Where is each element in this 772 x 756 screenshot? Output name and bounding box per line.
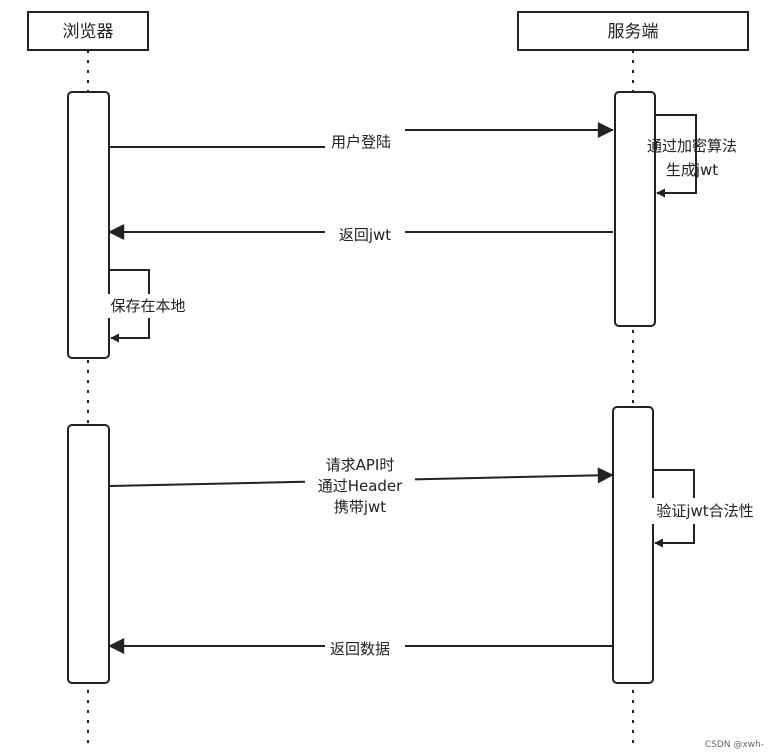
self-generate-jwt-line2: 生成jwt — [666, 161, 718, 179]
browser-activation-2 — [67, 424, 110, 684]
self-save-local: 保存在本地 — [102, 269, 194, 343]
message-return-data: 返回数据 — [108, 638, 613, 658]
self-save-local-label: 保存在本地 — [110, 297, 185, 315]
self-verify-jwt-label: 验证jwt合法性 — [656, 502, 753, 520]
self-generate-jwt: 通过加密算法 生成jwt — [647, 114, 737, 198]
server-actor: 服务端 — [517, 11, 749, 51]
message-request-line3: 携带jwt — [334, 498, 386, 516]
server-activation-2 — [612, 406, 654, 684]
message-request-api: 请求API时 通过Header 携带jwt — [108, 452, 614, 518]
self-verify-jwt: 验证jwt合法性 — [636, 469, 772, 548]
browser-actor-label: 浏览器 — [63, 22, 114, 42]
self-generate-jwt-line1: 通过加密算法 — [647, 137, 737, 155]
browser-actor: 浏览器 — [27, 11, 149, 51]
message-return-jwt: 返回jwt — [108, 224, 613, 244]
message-return-jwt-label: 返回jwt — [339, 226, 391, 244]
server-actor-label: 服务端 — [608, 22, 659, 42]
message-request-line2: 通过Header — [318, 477, 403, 495]
watermark: CSDN @xwh- — [705, 740, 764, 750]
message-login: 用户登陆 — [109, 122, 614, 151]
browser-activation-1 — [67, 91, 110, 359]
message-request-line1: 请求API时 — [326, 456, 395, 474]
server-activation-1 — [614, 91, 656, 327]
message-return-data-label: 返回数据 — [330, 640, 390, 658]
message-login-label: 用户登陆 — [331, 133, 391, 151]
